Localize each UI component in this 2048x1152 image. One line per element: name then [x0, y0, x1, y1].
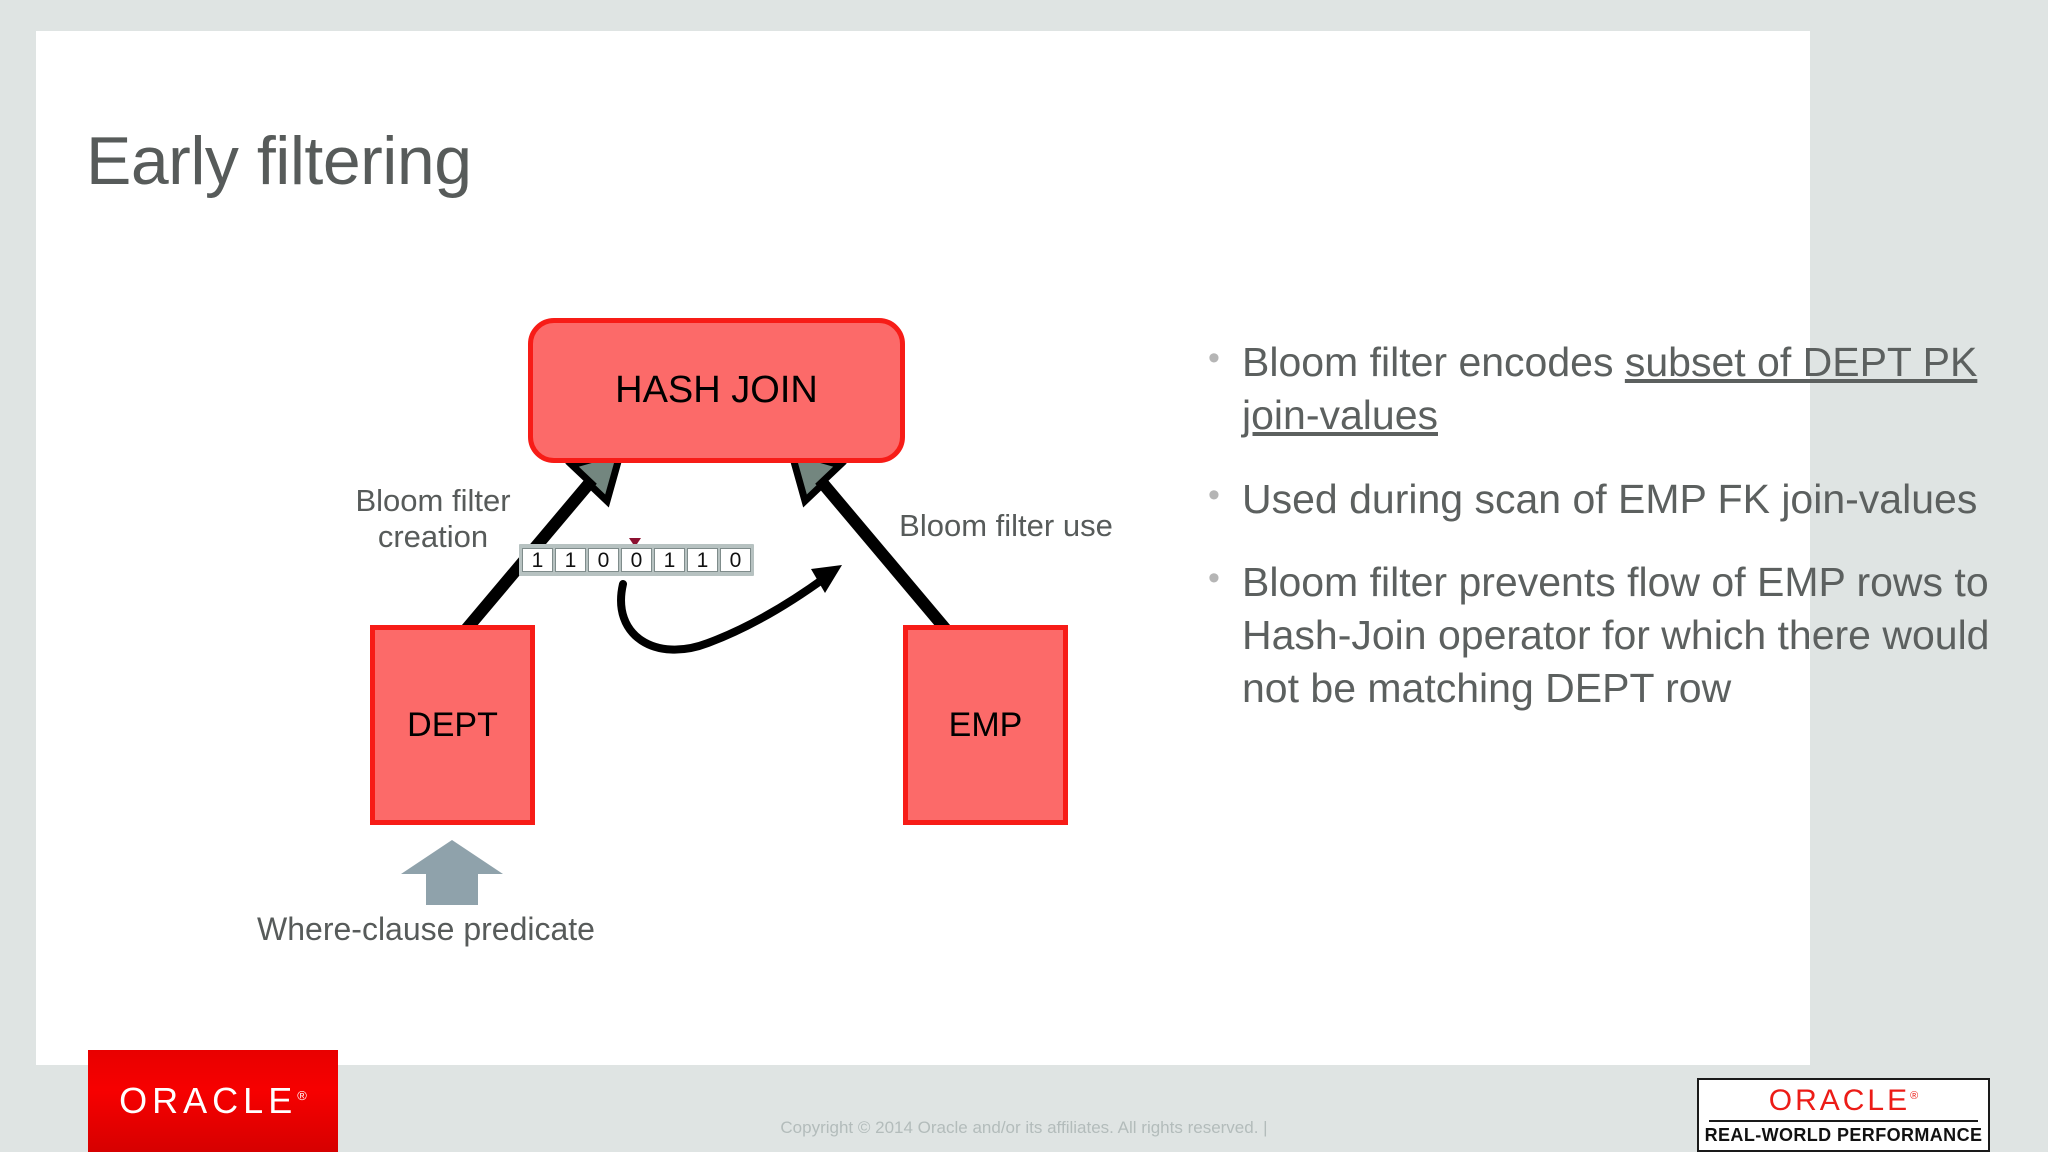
bullet-text: Bloom filter encodes subset of DEPT PK j… — [1242, 336, 1996, 443]
rwp-oracle-word-text: ORACLE — [1768, 1084, 1911, 1117]
registered-trademark-icon: ® — [297, 1088, 307, 1103]
arrow-where-clause-predicate — [401, 840, 503, 905]
page-title: Early filtering — [86, 123, 472, 199]
label-bloom-filter-creation: Bloom filter creation — [355, 483, 511, 554]
bullet-dot-icon: • — [1208, 475, 1220, 514]
list-item: • Bloom filter encodes subset of DEPT PK… — [1196, 336, 1996, 443]
bit-cell: 1 — [522, 548, 553, 572]
bit-vector-marker — [629, 538, 641, 547]
registered-trademark-icon: ® — [1910, 1090, 1919, 1102]
bit-cell: 1 — [687, 548, 718, 572]
bullet-dot-icon: • — [1208, 339, 1220, 377]
node-dept-label: DEPT — [407, 705, 498, 744]
rwp-oracle-wordmark: ORACLE® — [1769, 1086, 1918, 1116]
bloom-filter-bit-vector: 1 1 0 0 1 1 0 — [519, 544, 754, 576]
slide-canvas: Early filtering — [36, 31, 1990, 1065]
bullet-list: • Bloom filter encodes subset of DEPT PK… — [1196, 336, 1996, 746]
oracle-logo-wordmark: ORACLE® — [119, 1080, 307, 1122]
list-item: • Bloom filter prevents flow of EMP rows… — [1196, 556, 1996, 716]
real-world-performance-logo: ORACLE® REAL-WORLD PERFORMANCE — [1697, 1078, 1990, 1152]
node-emp: EMP — [903, 625, 1068, 825]
bit-cell: 1 — [555, 548, 586, 572]
divider — [1709, 1120, 1978, 1122]
bullet-dot-icon: • — [1208, 558, 1220, 597]
bit-cell: 0 — [588, 548, 619, 572]
node-dept: DEPT — [370, 625, 535, 825]
footer-copyright: Copyright © 2014 Oracle and/or its affil… — [780, 1118, 1268, 1137]
list-item: • Used during scan of EMP FK join-values — [1196, 473, 1996, 526]
bullet-text-prefix: Bloom filter encodes — [1242, 339, 1625, 385]
bullet-text: Used during scan of EMP FK join-values — [1242, 475, 1978, 522]
node-hash-join: HASH JOIN — [528, 318, 905, 463]
bloom-filter-diagram: HASH JOIN DEPT EMP 1 1 0 0 1 1 0 Bloom f… — [36, 31, 1176, 1065]
oracle-logo: ORACLE® — [88, 1050, 338, 1152]
bit-cell: 1 — [654, 548, 685, 572]
bit-cell: 0 — [720, 548, 751, 572]
bit-cell: 0 — [621, 548, 652, 572]
node-hash-join-label: HASH JOIN — [615, 369, 818, 411]
bullet-text-underlined: subset of DEPT PK join-values — [1242, 339, 1978, 439]
label-bloom-filter-use: Bloom filter use — [899, 508, 1113, 543]
arrow-bitvector-to-emp-scan — [617, 565, 842, 654]
label-where-clause-predicate: Where-clause predicate — [257, 911, 595, 947]
bullet-text: Bloom filter prevents flow of EMP rows t… — [1242, 558, 1990, 712]
node-emp-label: EMP — [948, 705, 1023, 744]
rwp-tagline: REAL-WORLD PERFORMANCE — [1704, 1125, 1983, 1145]
oracle-logo-word: ORACLE — [119, 1080, 298, 1121]
